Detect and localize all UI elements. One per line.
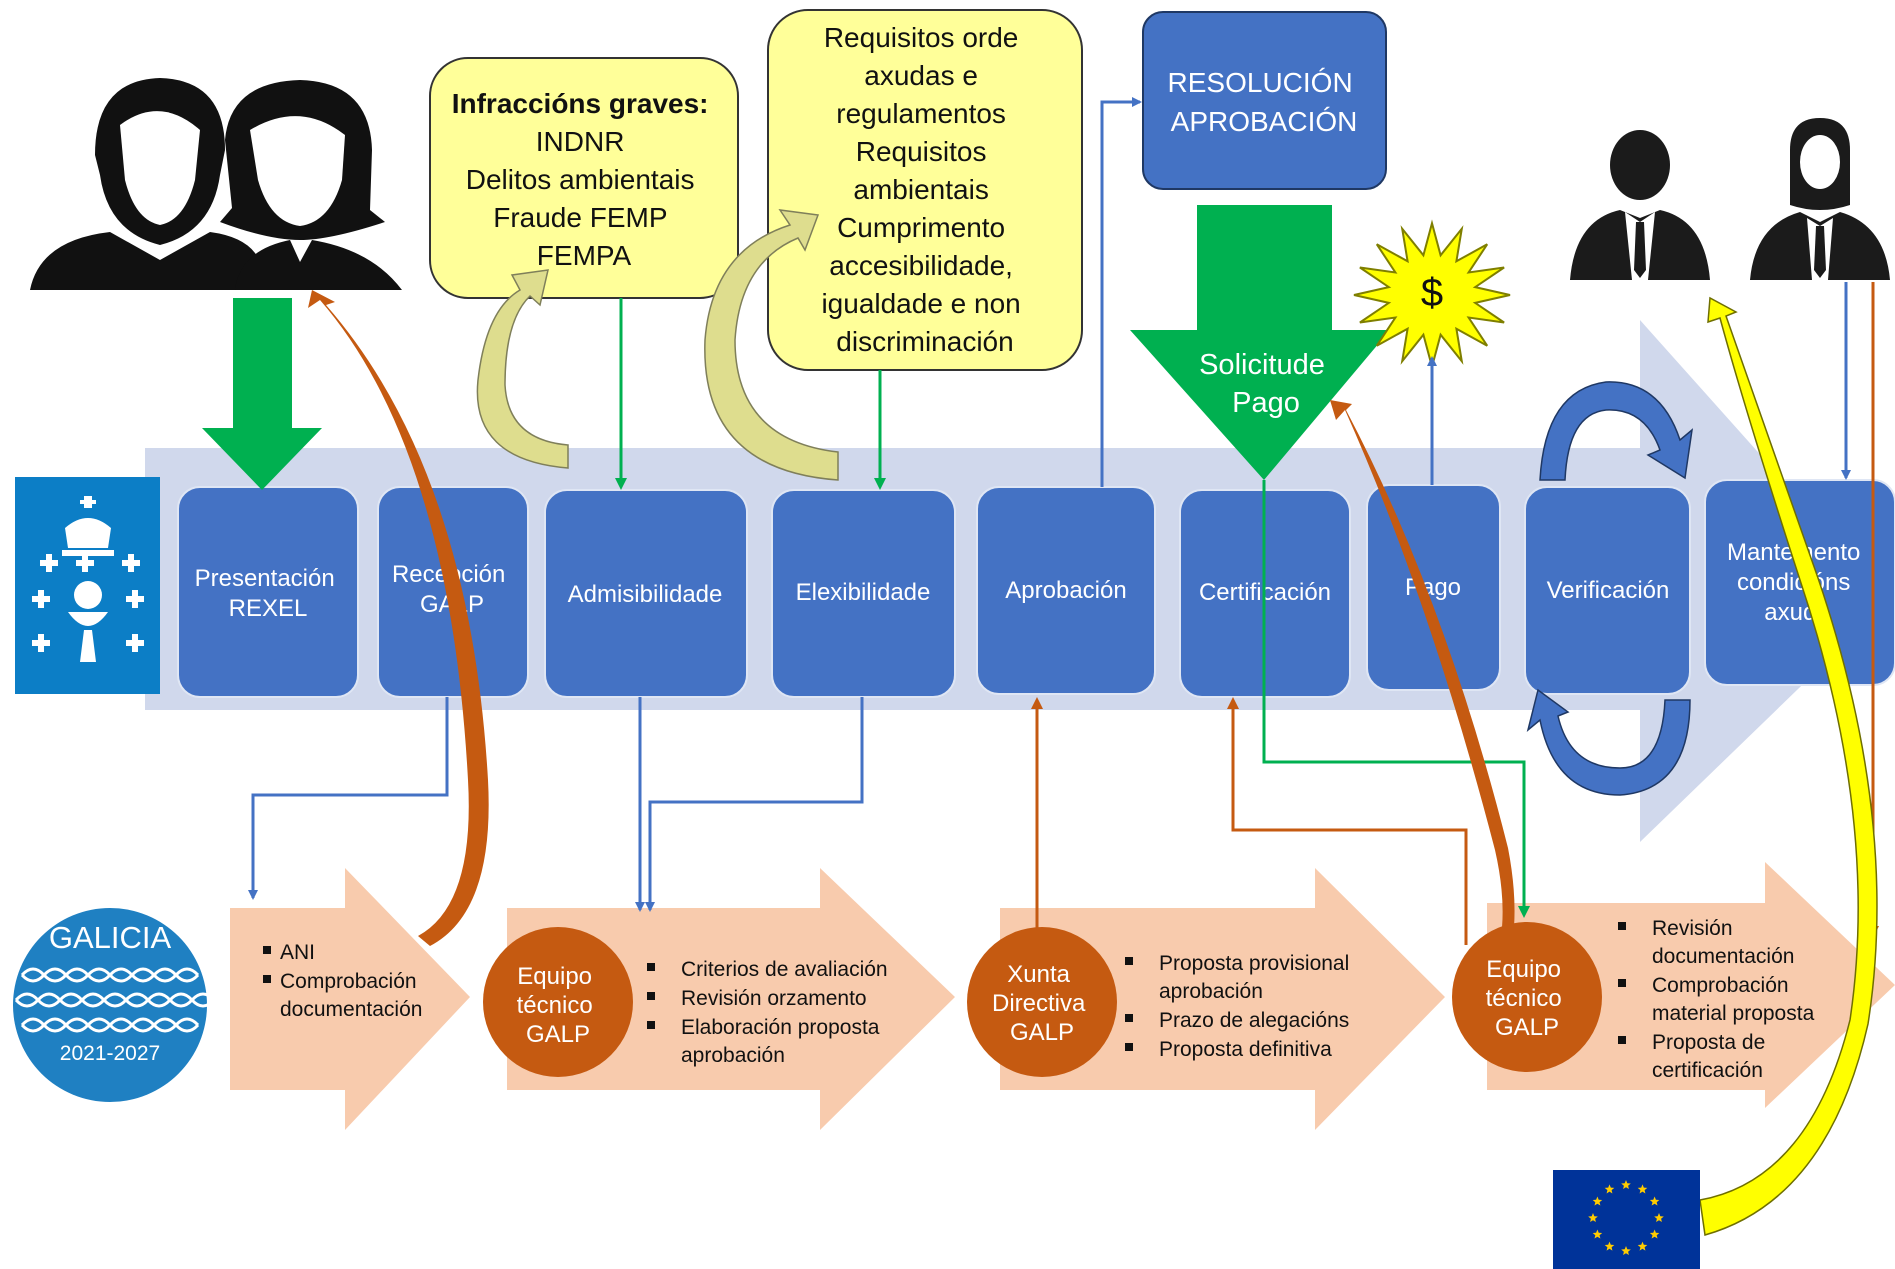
- eu-star: [1649, 1196, 1660, 1206]
- list-item: Criterios de avaliación: [681, 958, 888, 981]
- bottom-group-equipo-2: Equipo técnico GALP Revisión documentaci…: [1452, 917, 1815, 1082]
- requisitos-box: [767, 9, 1083, 371]
- equipo-tecnico-circle: [1452, 922, 1602, 1072]
- bullet: [647, 992, 655, 1000]
- bottom-group-xunta: Xunta Directiva GALP Proposta provisiona…: [967, 927, 1355, 1077]
- yellow-curve-eu: [1699, 296, 1878, 1236]
- peach-arrow-4: [1487, 862, 1895, 1108]
- resolucion-text: RESOLUCIÓN APROBACIÓN: [1168, 67, 1361, 137]
- starburst-icon: $: [1353, 219, 1511, 371]
- stage-verificacion: [1524, 486, 1691, 695]
- equipo-tecnico-label: Equipo técnico GALP: [1486, 956, 1569, 1041]
- bullet: [647, 963, 655, 971]
- stage-admisibilidade: [544, 489, 748, 698]
- cycle-arrow-bottom: [1526, 688, 1691, 796]
- bottom-arrows: [230, 862, 1895, 1130]
- xunta-coat-of-arms-icon: [15, 477, 160, 694]
- eu-star: [1621, 1246, 1631, 1255]
- blue-line-recepcion-down: [248, 697, 449, 900]
- bullet: [263, 975, 271, 983]
- eu-star: [1637, 1241, 1648, 1251]
- bullet: [1125, 1043, 1133, 1051]
- infraccions-box: [429, 57, 739, 299]
- stage-presentacion: [177, 486, 359, 698]
- resolucion-box: [1142, 11, 1387, 190]
- people-silhouette-icon: [30, 78, 402, 290]
- xunta-directiva-label: Xunta Directiva GALP: [992, 961, 1092, 1046]
- green-entry-arrow: [202, 298, 322, 490]
- curved-arrow-requisitos: [704, 209, 839, 481]
- list-item: ANI: [280, 941, 315, 964]
- equipo-tecnico-label: Equipo técnico GALP: [517, 963, 600, 1048]
- orange-line-equipo-certificacion: [1227, 697, 1468, 945]
- bullet: [1618, 922, 1626, 930]
- business-people-icon: [1568, 118, 1895, 282]
- orange-curve-left: [308, 290, 489, 946]
- eu-star: [1637, 1184, 1648, 1194]
- eu-star: [1592, 1229, 1603, 1239]
- stage-mantemento: [1704, 479, 1895, 686]
- dollar-sign: $: [1421, 271, 1443, 315]
- eu-star: [1649, 1229, 1660, 1239]
- stage-label-aprobacion: Aprobación: [1005, 577, 1126, 604]
- list-item: Elaboración proposta aprobación: [681, 1016, 885, 1067]
- peach-arrow-2: [507, 868, 955, 1130]
- list-item: Comprobación documentación: [280, 970, 422, 1021]
- xunta-directiva-circle: [967, 927, 1117, 1077]
- blue-line-elexibilidade-down: [645, 697, 864, 912]
- stage-label-verificacion: Verificación: [1547, 577, 1670, 604]
- list-item: Revisión documentación: [1652, 917, 1794, 968]
- bullet: [1125, 1014, 1133, 1022]
- galicia-logo: GALICIA 2021-2027: [13, 908, 216, 1102]
- peach-arrow-3: [1000, 868, 1445, 1130]
- stage-label-admisibilidade: Admisibilidade: [568, 581, 723, 608]
- bullet: [1125, 957, 1133, 965]
- infraccions-text: Infraccións graves: INDNR Delitos ambien…: [452, 88, 717, 271]
- eu-star: [1604, 1241, 1615, 1251]
- list-item: Proposta de certificación: [1652, 1031, 1771, 1082]
- bullet: [263, 946, 271, 954]
- list-item: Revisión orzamento: [681, 987, 867, 1010]
- galicia-logo-years: 2021-2027: [60, 1042, 160, 1065]
- galicia-logo-name: GALICIA: [49, 920, 172, 955]
- blue-line-aprobacion-resolucion: [1100, 97, 1142, 487]
- stage-label-presentacion: Presentación REXEL: [195, 565, 342, 622]
- bullet: [1618, 1036, 1626, 1044]
- bullet: [1618, 979, 1626, 987]
- solicitude-pago-arrow: [1130, 205, 1390, 480]
- list-item: Proposta provisional aprobación: [1159, 952, 1355, 1003]
- eu-star: [1588, 1213, 1598, 1222]
- list-item: Comprobación material proposta: [1652, 974, 1815, 1025]
- stage-label-elexibilidade: Elexibilidade: [796, 579, 931, 606]
- list-item: Proposta definitiva: [1159, 1038, 1332, 1061]
- bottom-group-equipo-1: Equipo técnico GALP Criterios de avaliac…: [483, 927, 888, 1077]
- green-line-certificacion-equipo: [1262, 480, 1530, 918]
- peach-arrow-1: [230, 868, 470, 1130]
- bullet: [647, 1021, 655, 1029]
- eu-star: [1604, 1184, 1615, 1194]
- eu-star: [1592, 1196, 1603, 1206]
- eu-star: [1654, 1213, 1664, 1222]
- curved-arrow-infraccions: [476, 269, 569, 469]
- equipo-tecnico-circle: [483, 927, 633, 1077]
- cycle-arrow-top: [1539, 381, 1694, 481]
- stage-aprobacion: [976, 486, 1156, 695]
- list-item: Prazo de alegacións: [1159, 1009, 1349, 1032]
- bottom-group-recepcion: ANI Comprobación documentación: [263, 941, 422, 1021]
- requisitos-text: Requisitos orde axudas e regulamentos Re…: [821, 22, 1028, 357]
- solicitude-pago-text: Solicitude Pago: [1199, 349, 1333, 419]
- eu-star: [1621, 1180, 1631, 1189]
- eu-flag-icon: [1553, 1170, 1700, 1269]
